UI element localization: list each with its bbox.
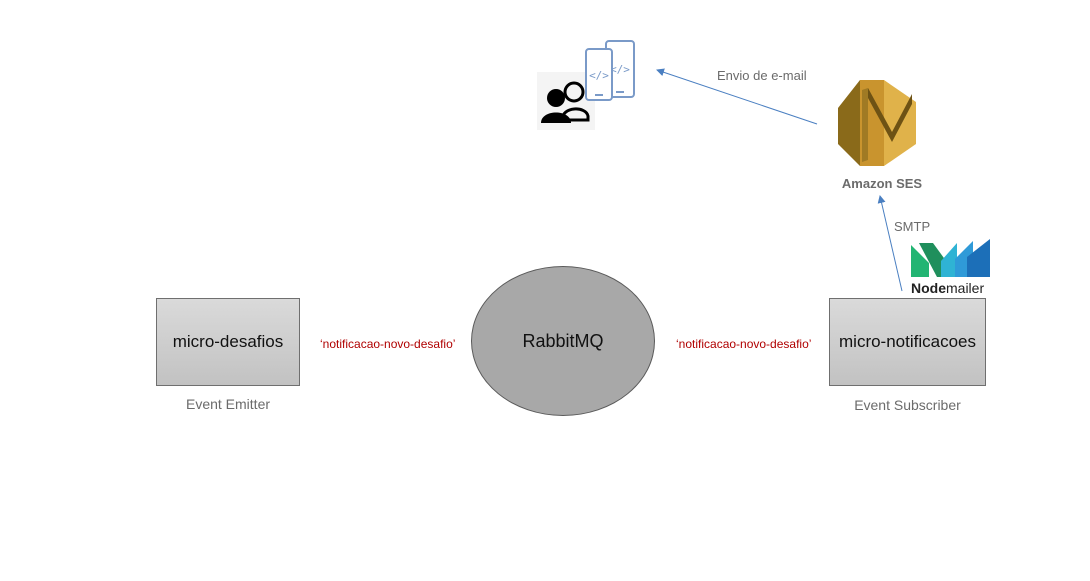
- subscriber-caption: Event Subscriber: [854, 397, 961, 413]
- emitter-label: micro-desafios: [172, 332, 284, 351]
- emitter-node[interactable]: micro-desafios: [156, 298, 300, 386]
- amazon-ses-logo: [838, 80, 916, 166]
- nodemailer-wordmark: Nodemailer: [911, 280, 984, 296]
- broker-node[interactable]: RabbitMQ: [471, 266, 655, 416]
- event-label-emit: ‘notificacao-novo-desafio’: [320, 337, 456, 351]
- smtp-arrow: [877, 195, 903, 292]
- broker-label: RabbitMQ: [522, 330, 604, 351]
- emitter-caption: Event Emitter: [185, 396, 271, 412]
- users-icon: [541, 81, 590, 123]
- svg-text:</>: </>: [589, 69, 609, 82]
- mobile-devices-code-icon: </> </>: [585, 40, 635, 101]
- nodemailer-logo: [911, 239, 990, 277]
- nodemailer-wordmark-rest: mailer: [946, 280, 985, 296]
- event-label-subscribe: ‘notificacao-novo-desafio’: [676, 337, 812, 351]
- ses-label: Amazon SES: [841, 176, 923, 191]
- nodemailer-wordmark-bold: Node: [911, 280, 946, 296]
- email-label: Envio de e-mail: [717, 68, 807, 83]
- subscriber-label: micro-notificacoes: [839, 332, 976, 351]
- smtp-label: SMTP: [894, 219, 931, 234]
- email-arrow: [656, 68, 818, 125]
- svg-text:</>: </>: [610, 63, 630, 76]
- subscriber-node[interactable]: micro-notificacoes: [829, 298, 986, 386]
